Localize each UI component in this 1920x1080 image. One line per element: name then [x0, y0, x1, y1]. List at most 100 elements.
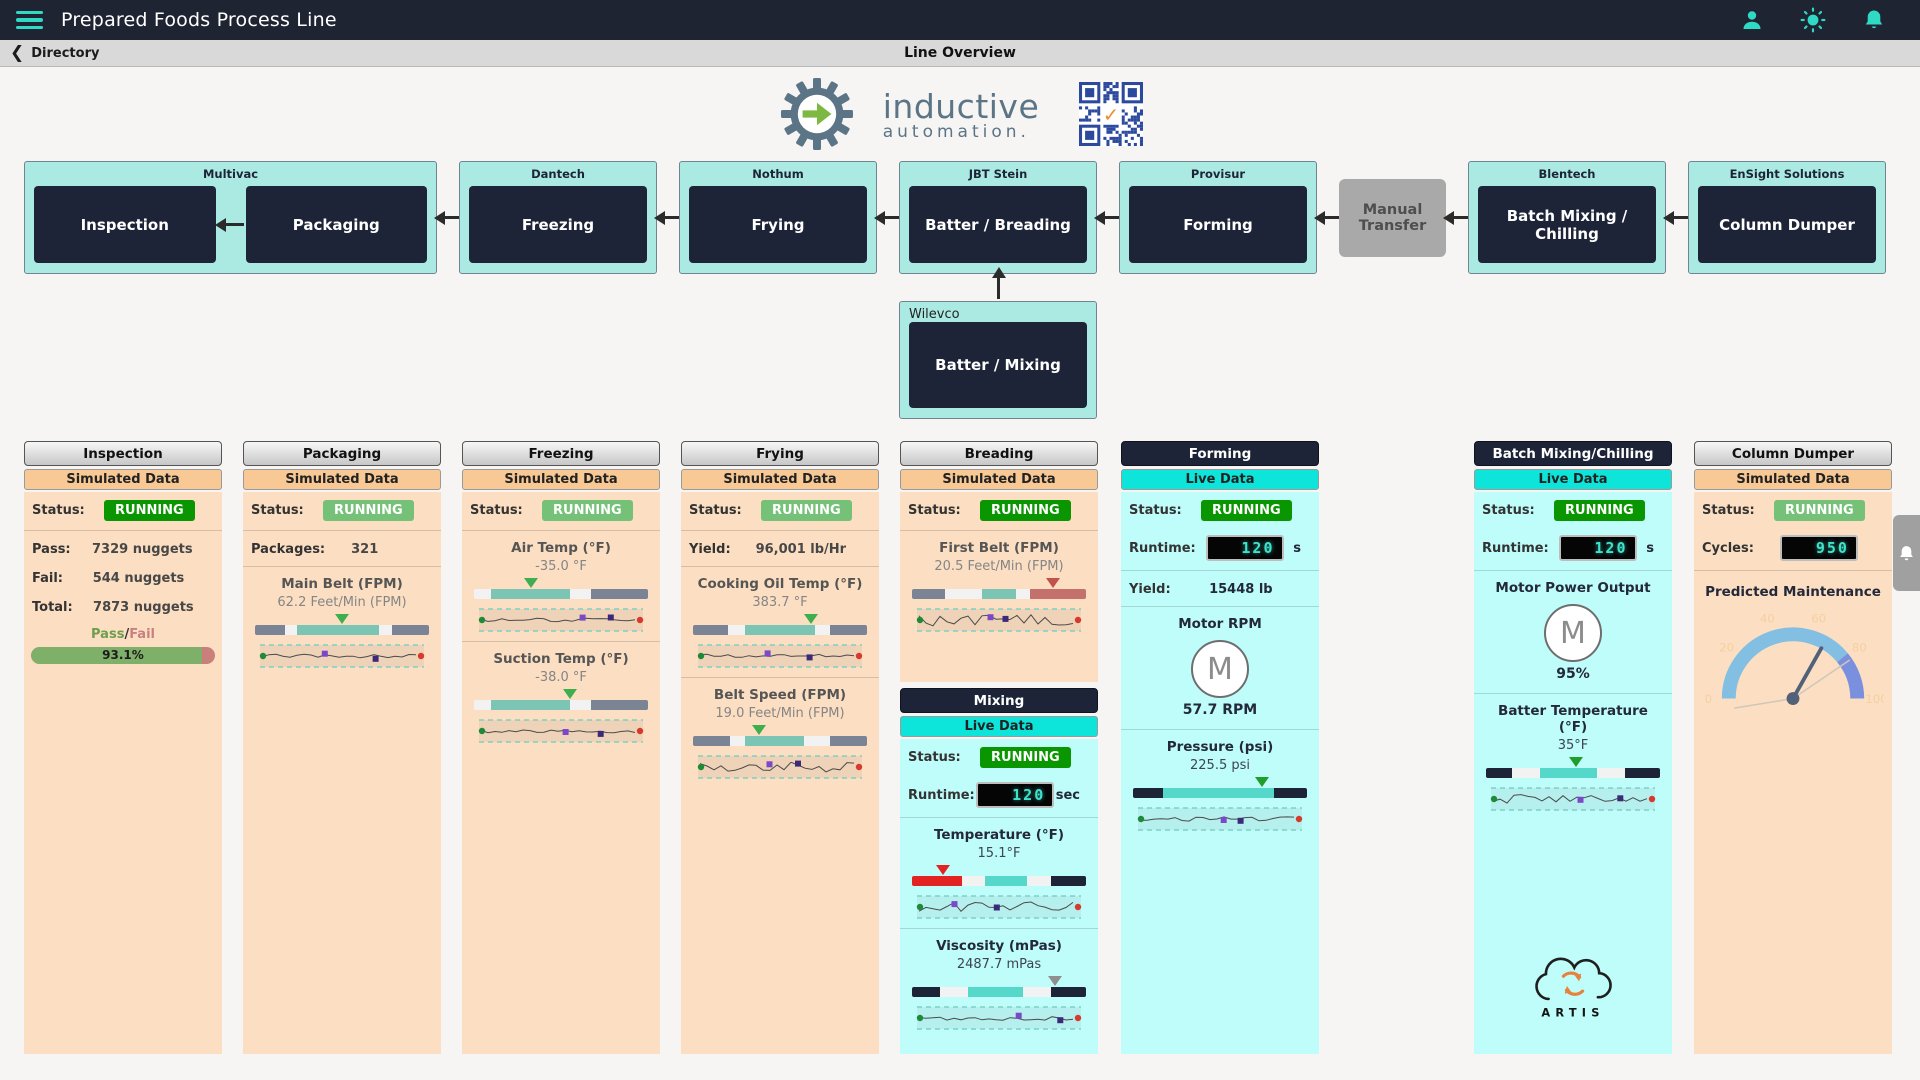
panel-header[interactable]: Forming — [1121, 441, 1319, 466]
data-mode-banner: Simulated Data — [1694, 469, 1892, 490]
linear-gauge — [474, 700, 648, 710]
panel-breading: Breading Simulated Data Status:RUNNING F… — [900, 441, 1098, 1054]
trend-sparkline — [697, 642, 863, 670]
panel-header[interactable]: Freezing — [462, 441, 660, 466]
gauge-oil-temp: Cooking Oil Temp (°F) 383.7 °F — [681, 570, 879, 674]
back-button[interactable]: ❮ Directory — [10, 44, 100, 62]
logo-row: inductive automation. ✓ — [0, 67, 1920, 161]
mixing-header[interactable]: Mixing — [900, 688, 1098, 713]
panel-header[interactable]: Column Dumper — [1694, 441, 1892, 466]
gauge-pointer-icon — [804, 614, 819, 624]
gauge-title: Cooking Oil Temp (°F) — [697, 576, 863, 592]
data-mode-banner: Simulated Data — [243, 469, 441, 490]
machine-batter-mixing[interactable]: Batter / Mixing — [909, 322, 1087, 408]
machine-packaging[interactable]: Packaging — [245, 186, 427, 263]
breadcrumb-bar: Line Overview ❮ Directory — [0, 40, 1920, 67]
svg-text:20: 20 — [1719, 640, 1734, 654]
passfail-percent: 93.1% — [102, 648, 144, 662]
status-label: Status: — [1702, 503, 1755, 518]
station-dantech: Dantech Freezing — [459, 161, 657, 274]
gauge-suction-temp: Suction Temp (°F) -38.0 °F — [462, 645, 660, 749]
runtime-label: Runtime: — [1482, 540, 1549, 556]
panel-header[interactable]: Batch Mixing/Chilling — [1474, 441, 1672, 466]
gauge-title: Batter Temperature (°F) — [1498, 703, 1648, 735]
machine-batch-mixing-chilling[interactable]: Batch Mixing / Chilling — [1478, 186, 1656, 263]
runtime-label: Runtime: — [1129, 540, 1196, 556]
pass-value: 7329 nuggets — [92, 542, 193, 557]
panel-header[interactable]: Breading — [900, 441, 1098, 466]
divider — [900, 530, 1098, 531]
panel-header[interactable]: Inspection — [24, 441, 222, 466]
linear-gauge — [255, 625, 429, 635]
panel-header[interactable]: Packaging — [243, 441, 441, 466]
machine-frying[interactable]: Frying — [689, 186, 867, 263]
divider — [24, 530, 222, 531]
trend-sparkline — [1137, 805, 1303, 833]
yield-value: 96,001 lb/Hr — [755, 542, 847, 557]
gauge-needle — [1791, 646, 1824, 701]
gauge-first-belt: First Belt (FPM) 20.5 Feet/Min (FPM) — [900, 534, 1098, 638]
vendor-label: Blentech — [1538, 167, 1596, 181]
machine-forming[interactable]: Forming — [1129, 186, 1307, 263]
linear-gauge — [693, 625, 867, 635]
trend-sparkline — [916, 1004, 1082, 1032]
panel-header[interactable]: Frying — [681, 441, 879, 466]
status-label: Status: — [32, 503, 85, 518]
runtime-label: Runtime: — [908, 787, 975, 803]
divider — [1121, 606, 1319, 607]
divider — [1474, 693, 1672, 694]
machine-freezing[interactable]: Freezing — [469, 186, 647, 263]
trend-sparkline — [916, 893, 1082, 921]
back-label: Directory — [31, 45, 100, 61]
data-mode-banner: Simulated Data — [462, 469, 660, 490]
user-icon[interactable] — [1740, 8, 1764, 32]
svg-text:✓: ✓ — [1103, 104, 1119, 127]
vendor-label: Multivac — [202, 167, 259, 181]
trend-sparkline — [916, 606, 1082, 634]
pass-label: Pass: — [32, 542, 71, 557]
gauge-pointer-icon — [562, 689, 577, 699]
machine-batter-breading[interactable]: Batter / Breading — [909, 186, 1087, 263]
machine-column-dumper[interactable]: Column Dumper — [1698, 186, 1876, 263]
gauge-title: First Belt (FPM) — [939, 540, 1059, 556]
linear-gauge — [912, 987, 1086, 997]
gauge-title: Belt Speed (FPM) — [713, 687, 847, 703]
data-mode-banner: Simulated Data — [900, 469, 1098, 490]
fail-value: 544 nuggets — [92, 571, 185, 586]
trend-sparkline — [478, 717, 644, 745]
divider — [681, 530, 879, 531]
vendor-label: Nothum — [752, 167, 804, 181]
data-mode-banner: Live Data — [1474, 469, 1672, 490]
vendor-label: EnSight Solutions — [1729, 167, 1845, 181]
gauge-title: Suction Temp (°F) — [493, 651, 629, 667]
brightness-icon[interactable] — [1800, 7, 1826, 33]
divider — [1694, 570, 1892, 571]
gauge-batter-temp: Batter Temperature (°F) 35°F — [1474, 697, 1672, 817]
bell-icon — [1900, 545, 1913, 560]
data-mode-banner: Live Data — [1121, 469, 1319, 490]
gauge-value: -38.0 °F — [535, 670, 587, 685]
motor-power-module: Motor Power Output M 95% — [1474, 574, 1672, 690]
motor-value: 95% — [1556, 666, 1590, 682]
alarm-tab[interactable] — [1893, 515, 1920, 591]
gauge-main-belt: Main Belt (FPM) 62.2 Feet/Min (FPM) — [243, 570, 441, 674]
gear-arrow-logo-icon — [780, 78, 853, 150]
hamburger-menu-icon[interactable] — [16, 10, 43, 30]
motor-indicator: M — [1544, 604, 1602, 662]
notifications-bell-icon[interactable] — [1862, 8, 1886, 32]
gauge-value: 2487.7 mPas — [956, 957, 1042, 972]
runtime-unit: s — [1293, 540, 1301, 556]
gauge-title: Temperature (°F) — [933, 827, 1065, 843]
motor-title: Motor RPM — [1178, 616, 1262, 632]
divider — [243, 566, 441, 567]
flow-arrow-left-icon — [1094, 210, 1119, 225]
flow-arrow-left-icon — [1663, 210, 1688, 225]
linear-gauge — [474, 589, 648, 599]
machine-inspection[interactable]: Inspection — [34, 186, 216, 263]
gauge-value: 15.1°F — [977, 846, 1021, 861]
top-app-bar: Prepared Foods Process Line — [0, 0, 1920, 40]
status-label: Status: — [1482, 503, 1535, 518]
gauge-title: Viscosity (mPas) — [936, 938, 1062, 954]
panel-batch-mixing-chilling: Batch Mixing/Chilling Live Data Status: R… — [1474, 441, 1672, 1054]
station-nothum: Nothum Frying — [679, 161, 877, 274]
